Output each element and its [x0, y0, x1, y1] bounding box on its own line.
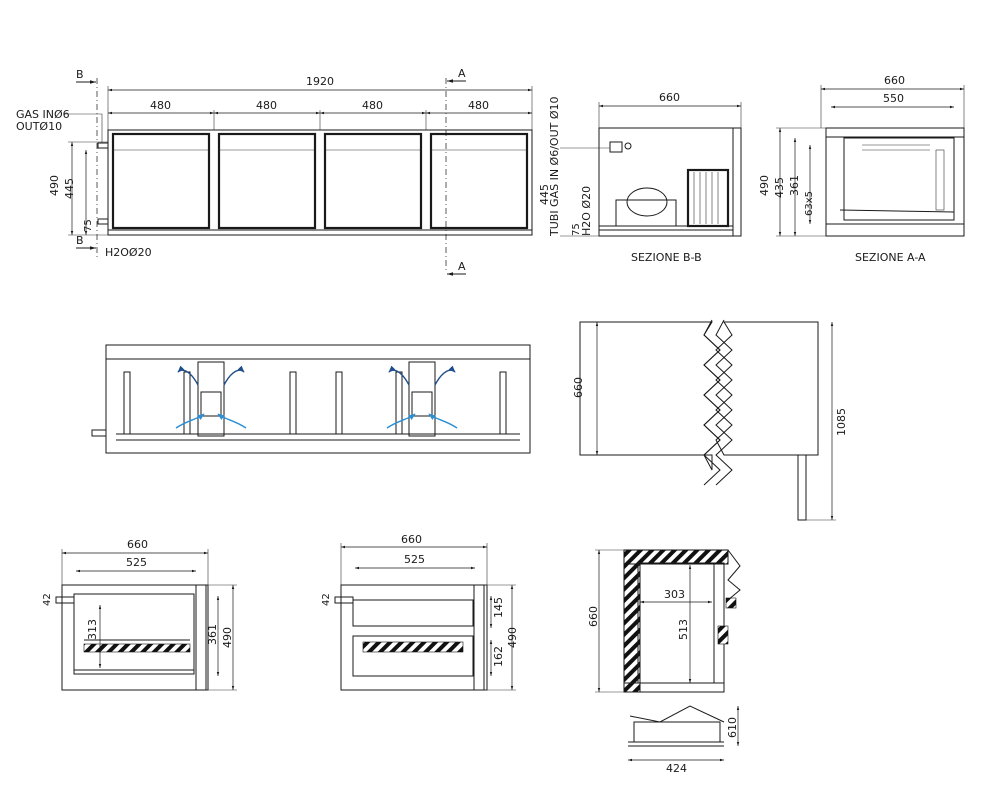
dm-bottom-drawer — [352, 635, 474, 677]
dm-body — [340, 584, 488, 691]
dim-side-height: 1085 — [835, 408, 848, 436]
side-view: 660 1085 — [572, 319, 848, 521]
door-2 — [217, 132, 317, 230]
airflow-out-arrow — [177, 365, 199, 386]
plan-view — [91, 344, 531, 454]
section-a-top: A — [458, 67, 466, 80]
gas-out-label: OUTØ10 — [16, 120, 62, 133]
side-panel-right — [715, 321, 819, 456]
dim-height-total: 490 — [48, 175, 61, 196]
dim-height-body: 445 — [63, 178, 76, 199]
plan-outline — [105, 344, 531, 454]
dim-aa-h-total: 490 — [758, 175, 771, 196]
section-bb: 660 TUBI GAS IN Ø6/OUT Ø10 445 75 H2O Ø2… — [538, 91, 742, 264]
airflow-in-arrow — [175, 413, 205, 429]
dim-dl-h-inner: 313 — [86, 619, 99, 640]
bb-body — [598, 127, 742, 237]
bb-tube-label: TUBI GAS IN Ø6/OUT Ø10 — [548, 97, 561, 238]
dim-aa-h-inner: 361 — [788, 175, 801, 196]
dim-overall: 1920 — [306, 75, 334, 88]
front-view: B B A A 1920 480 480 480 480 — [16, 67, 533, 276]
door-4 — [429, 132, 529, 230]
airflow-in-arrow — [428, 413, 458, 429]
airflow-out-arrow — [388, 365, 410, 386]
section-bb-title: SEZIONE B-B — [631, 251, 702, 264]
water-label: H2OØ20 — [105, 246, 152, 259]
airflow-in-arrow — [386, 413, 416, 429]
dim-aa-grid: 63x5 — [804, 191, 815, 216]
dim-module-2: 480 — [256, 99, 277, 112]
detail-mid: 660 525 42 145 162 490 — [321, 533, 519, 691]
section-aa: 660 550 490 435 361 63x5 SEZIONE A-A — [758, 74, 965, 264]
dim-side-depth: 660 — [572, 377, 585, 398]
dim-dm-h-total: 490 — [506, 627, 519, 648]
side-panel-left — [579, 321, 721, 471]
dim-dm-bottom-drawer: 162 — [492, 646, 505, 667]
dim-dm-pipe: 42 — [321, 593, 332, 606]
dl-body — [61, 584, 209, 691]
dim-dr-bottom-h: 610 — [726, 717, 739, 738]
dim-module-3: 480 — [362, 99, 383, 112]
dim-dl-h-mid: 361 — [206, 624, 219, 645]
section-b-bottom: B — [76, 234, 84, 247]
section-aa-title: SEZIONE A-A — [855, 251, 926, 264]
dr-insulation-top — [623, 549, 729, 565]
dim-dm-top-drawer: 145 — [492, 597, 505, 618]
dim-bb-base: 75 — [571, 223, 582, 236]
section-b-top: B — [76, 68, 84, 81]
door-1 — [111, 132, 211, 230]
dim-bb-height: 445 — [538, 184, 551, 205]
bb-water-label: H2O Ø20 — [580, 186, 593, 236]
dim-dr-bottom-w: 424 — [666, 762, 687, 775]
plan-fan-unit-1 — [197, 361, 225, 437]
dim-dl-inner: 525 — [126, 556, 147, 569]
dim-dm-inner: 525 — [404, 553, 425, 566]
detail-right: 303 513 660 610 424 — [587, 549, 741, 775]
airflow-out-arrow — [223, 365, 245, 386]
dm-top-drawer — [352, 599, 474, 627]
dim-dr-width-inner: 303 — [664, 588, 685, 601]
dim-dr-height-inner: 513 — [677, 619, 690, 640]
dim-module-4: 480 — [468, 99, 489, 112]
plan-fan-unit-2 — [408, 361, 436, 437]
detail-left: 660 525 42 313 361 490 — [42, 538, 237, 691]
dim-height-base: 75 — [83, 219, 94, 232]
dim-dm-width: 660 — [401, 533, 422, 546]
side-door-edge — [797, 454, 807, 521]
dim-dl-pipe: 42 — [42, 593, 53, 606]
dim-bb-width: 660 — [659, 91, 680, 104]
gas-in-label: GAS INØ6 — [16, 108, 70, 121]
cabinet-front — [107, 129, 533, 236]
dim-aa-width-inner: 550 — [883, 92, 904, 105]
bb-compressor — [626, 187, 668, 217]
airflow-in-arrow — [217, 413, 247, 429]
dim-module-1: 480 — [150, 99, 171, 112]
dr-cavity — [637, 562, 715, 684]
dim-dl-width: 660 — [127, 538, 148, 551]
door-3 — [323, 132, 423, 230]
dim-dl-h-total: 490 — [221, 627, 234, 648]
dim-aa-h-mid: 435 — [773, 177, 786, 198]
airflow-out-arrow — [434, 365, 456, 386]
dim-aa-width-total: 660 — [884, 74, 905, 87]
dim-dr-depth: 660 — [587, 606, 600, 627]
section-a-bottom: A — [458, 260, 466, 273]
